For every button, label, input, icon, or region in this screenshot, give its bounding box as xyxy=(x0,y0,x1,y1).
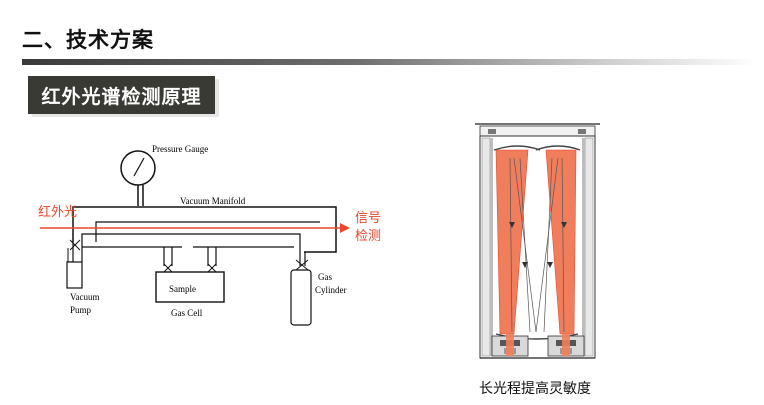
vacuum-pump-label: Vacuum xyxy=(70,292,100,302)
sample-label: Sample xyxy=(169,284,196,294)
detection-label: 检测 xyxy=(355,229,381,244)
vacuum-manifold xyxy=(72,206,337,253)
vacuum-manifold-label: Vacuum Manifold xyxy=(180,196,246,206)
vacuum-pump-label-2: Pump xyxy=(70,305,92,315)
valve-icon xyxy=(295,259,309,271)
long-path-cell-diagram xyxy=(475,123,600,359)
gas-cylinder-icon xyxy=(290,269,312,326)
gas-cell-icon xyxy=(155,271,225,303)
gas-cylinder-label-2: Cylinder xyxy=(315,285,347,295)
gas-cell-label: Gas Cell xyxy=(171,308,203,318)
cell-caption: 长光程提高灵敏度 xyxy=(479,381,591,397)
gas-cylinder-label: Gas xyxy=(318,272,332,282)
section-subtitle: 红外光谱检测原理 xyxy=(28,76,215,114)
valve-icon xyxy=(163,263,173,273)
signal-label: 信号 xyxy=(355,211,381,226)
gas-manifold-diagram: Pressure Gauge Vacuum Manifold Vacuum Pu… xyxy=(38,144,381,326)
title-divider xyxy=(22,59,757,65)
infrared-label: 红外光 xyxy=(38,204,77,220)
valve-icon xyxy=(207,263,217,273)
vacuum-pump-icon xyxy=(66,261,83,289)
valve-icon xyxy=(69,239,81,251)
page-title: 二、技术方案 xyxy=(22,28,154,52)
pressure-gauge-label: Pressure Gauge xyxy=(152,144,208,154)
